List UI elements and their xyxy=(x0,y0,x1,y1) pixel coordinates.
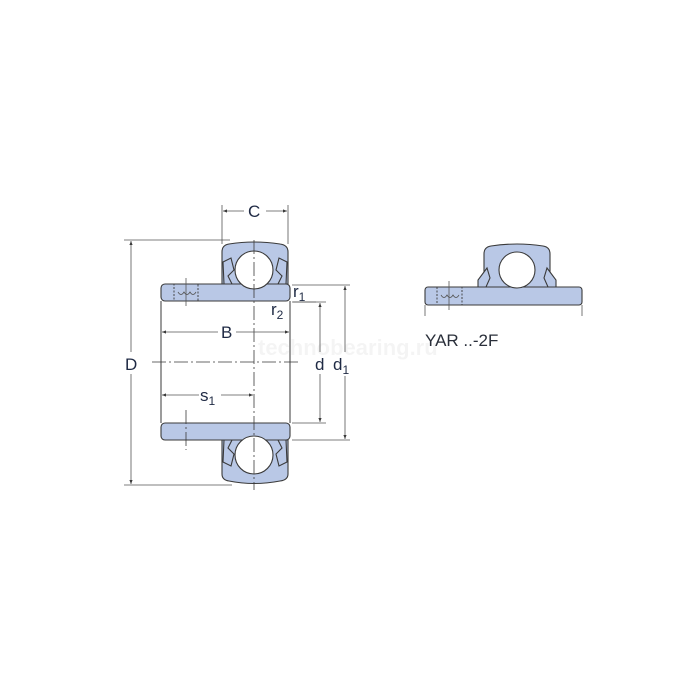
label-s1: s1 xyxy=(200,386,216,408)
label-d: d xyxy=(315,355,324,374)
label-C: C xyxy=(248,202,260,221)
radius-labels: r1 r2 xyxy=(271,282,316,322)
dimension-d1: d1 xyxy=(292,284,350,441)
seal-top-right xyxy=(275,257,288,285)
label-d1: d1 xyxy=(333,355,349,377)
seal-bottom-left xyxy=(222,439,235,467)
secondary-set-screw xyxy=(436,286,463,306)
set-screw-thread xyxy=(177,291,197,295)
dimension-C: C xyxy=(221,202,289,244)
watermark: technobearing.ru xyxy=(258,335,438,360)
seal-bottom-right xyxy=(275,439,288,467)
dimension-d: d xyxy=(292,301,326,424)
label-r1: r1 xyxy=(293,282,306,304)
inner-ring-top xyxy=(160,283,291,302)
label-r2: r2 xyxy=(271,300,284,322)
dimension-D: D xyxy=(124,239,232,486)
seal-top-left xyxy=(222,257,235,285)
inner-ring-bottom xyxy=(160,422,291,441)
secondary-seal-left xyxy=(477,266,491,288)
label-B: B xyxy=(221,323,232,342)
dimension-B: B xyxy=(162,323,289,342)
label-D: D xyxy=(125,355,137,374)
secondary-caption: YAR ..-2F xyxy=(425,331,498,350)
dimension-s1: s1 xyxy=(162,386,253,408)
secondary-inner-ring xyxy=(424,286,583,306)
secondary-bearing-view: YAR ..-2F xyxy=(424,243,583,350)
secondary-seal-right xyxy=(543,266,557,288)
main-bearing-section xyxy=(152,240,298,490)
secondary-ball xyxy=(498,251,536,289)
